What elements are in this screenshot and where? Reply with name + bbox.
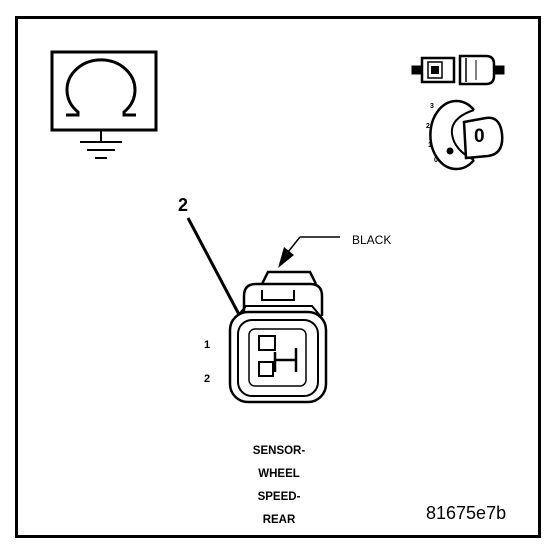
key-position-2: 2 xyxy=(426,123,430,130)
pin-1-label: 1 xyxy=(204,339,211,351)
key-letter: 0 xyxy=(474,126,485,147)
pin-2-label: 2 xyxy=(204,373,211,385)
caption-line: SENSOR- xyxy=(252,445,306,457)
pin-2-terminal xyxy=(258,361,274,377)
key-position-3: 3 xyxy=(430,103,434,110)
black-callout-leader xyxy=(278,236,340,268)
key-position-1: 1 xyxy=(428,142,432,149)
component-caption: SENSOR- WHEEL SPEED- REAR xyxy=(230,440,328,532)
ignition-switch-off-icon xyxy=(429,99,504,171)
callout-number: 2 xyxy=(178,195,189,215)
pin-1-terminal xyxy=(258,335,276,351)
caption-line: WHEEL xyxy=(258,468,300,480)
caption-line: SPEED- xyxy=(257,491,301,503)
wire-color-label: BLACK xyxy=(352,233,392,247)
key-position-0: 0 xyxy=(434,157,438,164)
diagram-frame xyxy=(15,16,541,538)
figure-code: 81675e7b xyxy=(426,503,507,523)
wheel-speed-sensor-connector xyxy=(228,270,328,404)
caption-line: REAR xyxy=(262,514,296,526)
connector-disconnected-icon xyxy=(411,54,505,86)
ohmmeter-ground-icon xyxy=(50,50,158,159)
